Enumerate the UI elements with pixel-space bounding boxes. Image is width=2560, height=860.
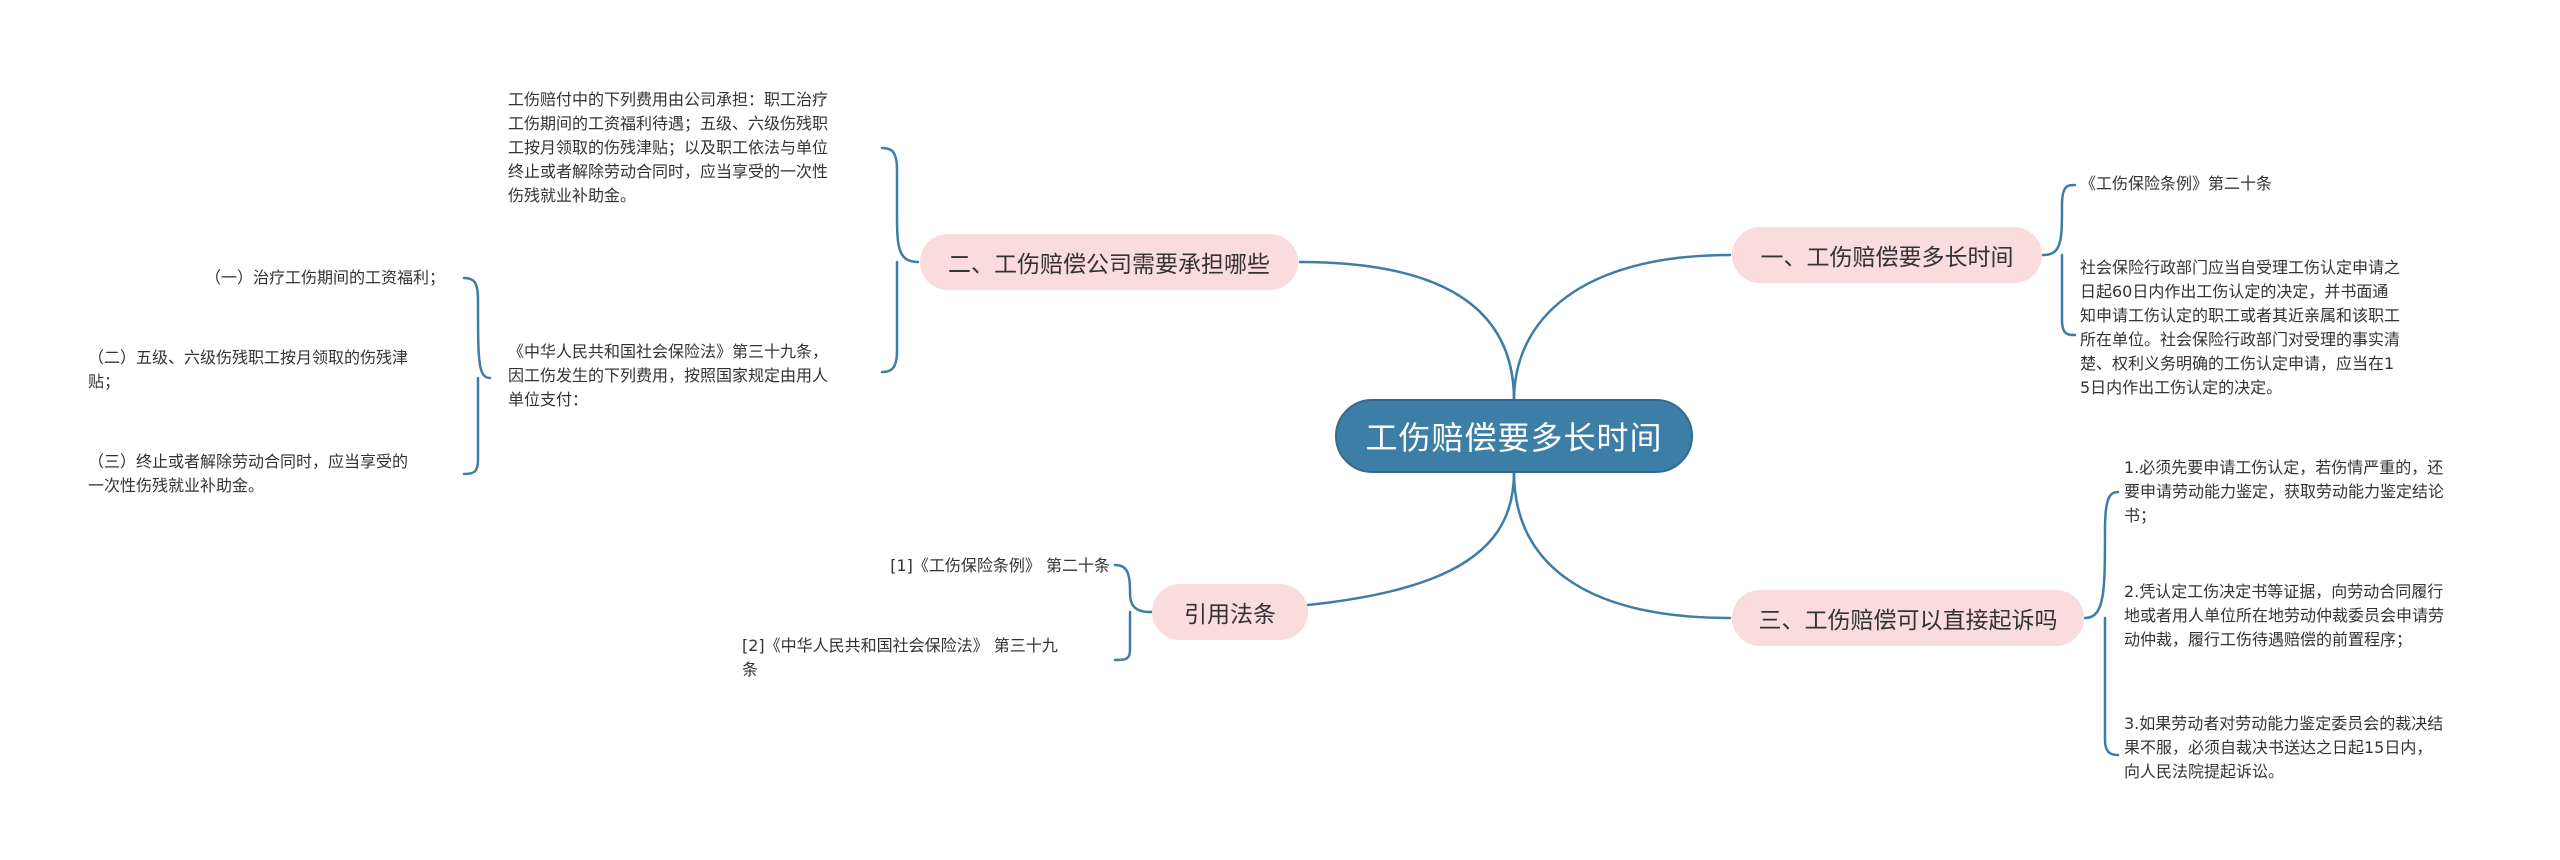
leaf-b1-2: 社会保险行政部门应当自受理工伤认定申请之 日起60日内作出工伤认定的决定，并书面… [2080,258,2401,397]
leaf-b3-2: 2.凭认定工伤决定书等证据，向劳动合同履行 地或者用人单位所在地劳动仲裁委员会申… [2124,582,2445,649]
bracket-b2-sub [462,276,492,476]
link-root-b2 [1298,260,1516,402]
leaf-b3-1: 1.必须先要申请工伤认定，若伤情严重的，还 要申请劳动能力鉴定，获取劳动能力鉴定… [2124,458,2445,525]
leaf-b1-1: 《工伤保险条例》第二十条 [2080,174,2273,193]
leaf-b4-2: [2]《中华人民共和国社会保险法》 第三十九 条 [742,636,1058,679]
link-root-b3 [1512,470,1732,620]
bracket-b3 [2083,490,2120,757]
branch-node-duration[interactable]: 一、工伤赔偿要多长时间 [1732,227,2042,283]
bracket-b2 [880,146,920,374]
branch-node-direct-lawsuit[interactable]: 三、工伤赔偿可以直接起诉吗 [1732,590,2084,646]
root-node[interactable]: 工伤赔偿要多长时间 [1335,399,1693,473]
branch-label: 一、工伤赔偿要多长时间 [1760,245,2014,271]
leaf-b4-1: [1]《工伤保险条例》 第二十条 [890,556,1110,575]
branch-label: 二、工伤赔偿公司需要承担哪些 [948,252,1270,278]
leaf-b2-sub-3: （三）终止或者解除劳动合同时，应当享受的 一次性伤残就业补助金。 [88,452,409,495]
branch-label: 三、工伤赔偿可以直接起诉吗 [1758,608,2058,634]
leaf-b2-sub-2: （二）五级、六级伤残职工按月领取的伤残津 贴； [88,348,409,391]
leaf-b2-2: 《中华人民共和国社会保险法》第三十九条， 因工伤发生的下列费用，按照国家规定由用… [508,342,829,409]
leaf-b2-1: 工伤赔付中的下列费用由公司承担：职工治疗 工伤期间的工资福利待遇；五级、六级伤残… [508,90,829,205]
leaf-b2-sub-1: （一）治疗工伤期间的工资福利； [204,268,445,287]
leaf-b3-3: 3.如果劳动者对劳动能力鉴定委员会的裁决结 果不服，必须自裁决书送达之日起15日… [2124,714,2444,781]
root-label: 工伤赔偿要多长时间 [1365,419,1663,457]
bracket-b4 [1113,563,1152,662]
bracket-b1 [2041,183,2077,337]
branch-node-company-costs[interactable]: 二、工伤赔偿公司需要承担哪些 [920,234,1298,290]
link-root-b1 [1512,253,1732,402]
branch-node-cited-laws[interactable]: 引用法条 [1152,584,1308,640]
branch-label: 引用法条 [1184,602,1276,628]
